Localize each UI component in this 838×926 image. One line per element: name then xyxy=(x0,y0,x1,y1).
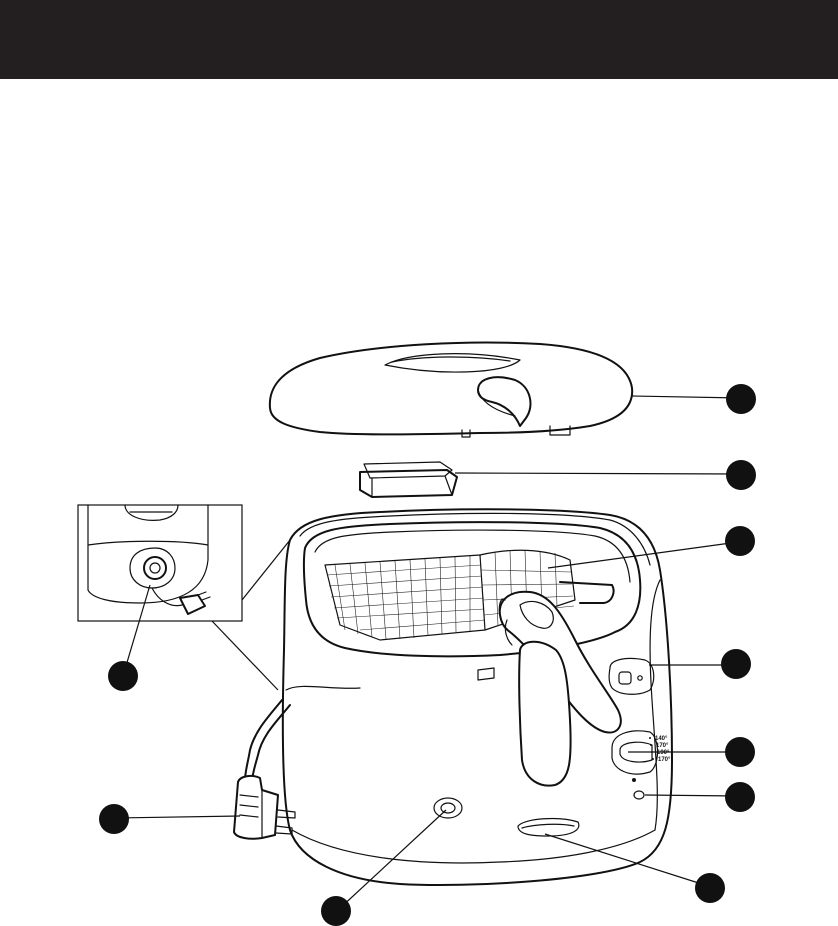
fryer-body xyxy=(283,509,672,885)
inset-cord-socket xyxy=(78,505,242,621)
thermostat-scale-170b: 170° xyxy=(658,757,671,763)
callout-4-release-button xyxy=(721,649,751,679)
thermostat-scale-140: 140° xyxy=(655,736,668,742)
callout-7-cord-compartment xyxy=(695,873,725,903)
callout-on-off-switch xyxy=(321,896,351,926)
thermostat-scale-170a: 170° xyxy=(656,743,669,749)
lid xyxy=(270,343,632,437)
callout-2-filter xyxy=(726,460,756,490)
callout-1-lid xyxy=(726,384,756,414)
thermostat-scale-190: 190° xyxy=(657,750,670,756)
callout-6-indicator-light xyxy=(725,782,755,812)
callout-5-thermostat xyxy=(725,737,755,767)
filter xyxy=(360,462,457,497)
callout-3-basket xyxy=(725,526,755,556)
callout-power-plug xyxy=(99,804,129,834)
